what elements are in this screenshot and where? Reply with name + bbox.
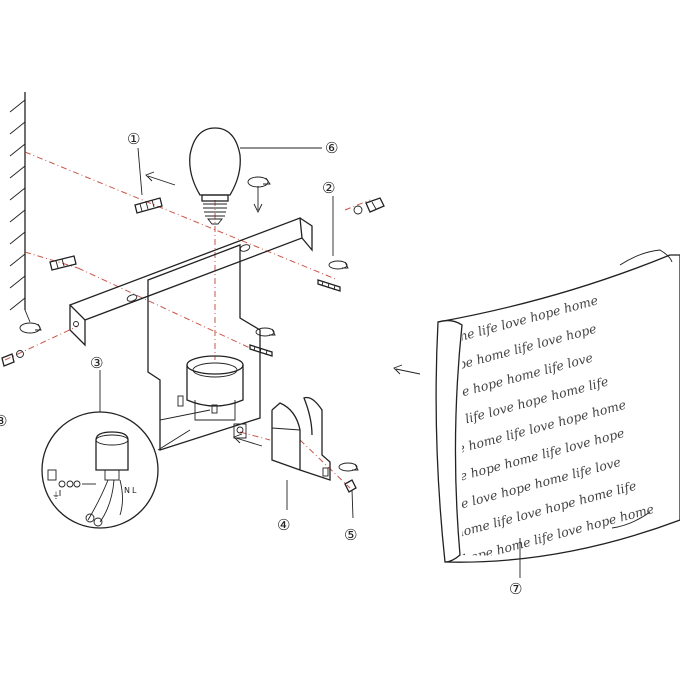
- rotate-icon-4: [19, 309, 42, 334]
- arrow-left-icon: [145, 171, 176, 186]
- callout-6: ⑥: [325, 139, 338, 157]
- alignment-guides: [4, 151, 371, 489]
- rotate-icon-2: [328, 260, 349, 270]
- lamp-socket: [186, 355, 244, 421]
- wire-label-neutral: N: [124, 486, 130, 495]
- screw-socket: [249, 344, 273, 357]
- wire-label-live: L: [132, 486, 137, 495]
- wall: [9, 92, 26, 311]
- callout-5: ⑤: [344, 526, 357, 544]
- wall-anchor-bottom: [49, 255, 77, 271]
- bolt-right: [353, 197, 385, 215]
- callout-1: ①: [127, 130, 140, 148]
- light-bulb: [189, 127, 241, 225]
- screw-bracket: [317, 279, 341, 292]
- rotate-arrow-icon: [247, 176, 271, 214]
- wall-anchor-top: [134, 197, 163, 214]
- callout-4: ④: [277, 516, 290, 534]
- arrow-left-icon-2: [233, 433, 263, 447]
- callout-7: ⑦: [509, 580, 522, 598]
- arrow-left-icon-3: [393, 364, 421, 375]
- screw-part-5: [338, 462, 359, 519]
- wire-label-earth: ⏚: [52, 491, 60, 500]
- shade-script-pattern: hope home life love hope home love hope …: [462, 292, 655, 555]
- callout-2: ②: [322, 179, 335, 197]
- mounting-bracket: [68, 217, 313, 347]
- rotate-icon-3: [255, 327, 276, 337]
- wiring-detail: N L ⏚: [41, 411, 191, 529]
- shade-holder-clip: [233, 396, 331, 481]
- callout-8: ⑧: [0, 412, 7, 430]
- back-plate: [147, 244, 261, 451]
- bolt-left: [1, 350, 24, 367]
- callout-3: ③: [90, 354, 103, 372]
- lamp-shade: hope home life love hope home love hope …: [435, 249, 680, 563]
- leader-line-1: [137, 147, 143, 196]
